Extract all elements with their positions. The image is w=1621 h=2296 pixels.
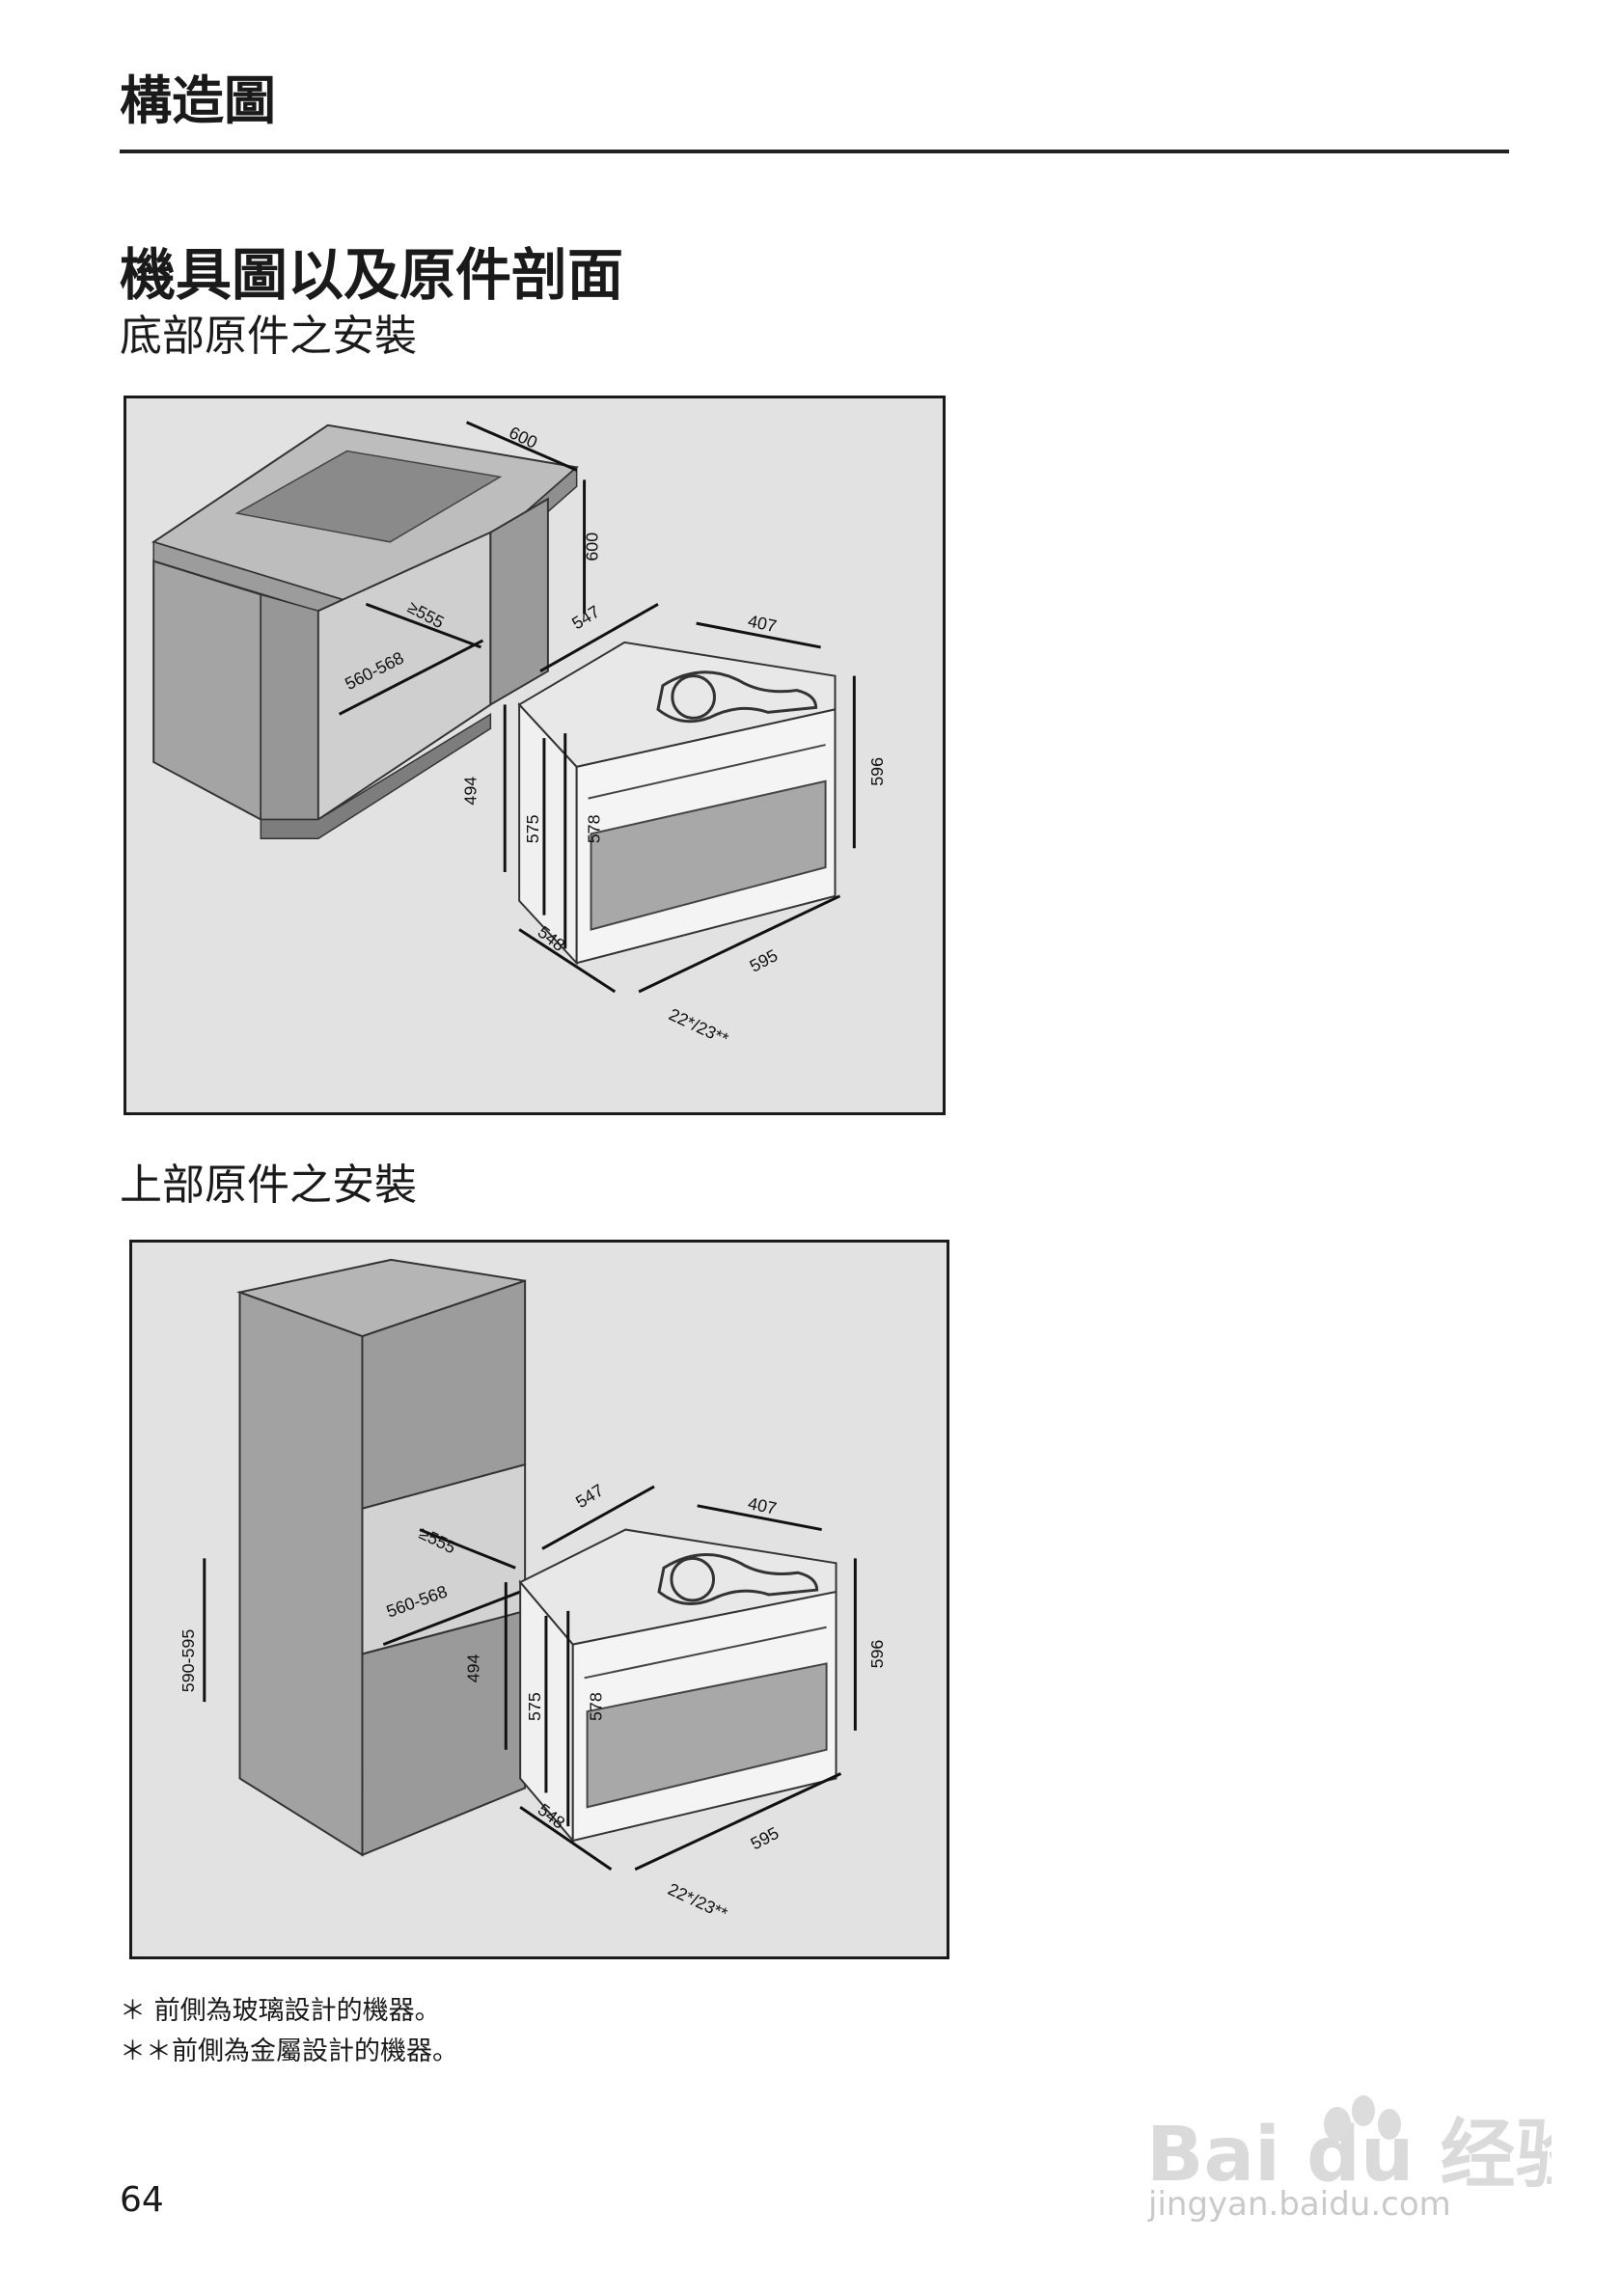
dim-590-595: 590-595 <box>179 1629 198 1693</box>
dim-600-depth: 600 <box>507 423 541 452</box>
footnote-glass-front: ＊ 前側為玻璃設計的機器。 <box>120 1996 441 2026</box>
bottom-install-diagram: ≥555 560-568 600 600 547 407 596 494 575… <box>151 421 887 1049</box>
dim-575: 575 <box>525 1692 544 1721</box>
oven-window <box>590 779 827 931</box>
header-rule <box>120 150 1509 153</box>
cabinet-left-side <box>152 560 262 822</box>
dim-596: 596 <box>867 757 887 786</box>
dim-22-23: 22*/23** <box>666 1004 731 1049</box>
baidu-watermark-logo: Bai du 经验 <box>1146 2095 1552 2199</box>
dim-575: 575 <box>523 814 542 843</box>
lower-door <box>361 1609 527 1857</box>
dim-578: 578 <box>584 814 603 843</box>
page-header: 構造圖 <box>120 70 276 131</box>
dim-547: 547 <box>568 602 603 634</box>
tall-cabinet-side <box>238 1291 364 1857</box>
top-install-diagram: ≥555 560-568 590-595 547 407 596 494 575… <box>179 1258 887 1924</box>
dim-596: 596 <box>867 1640 887 1669</box>
dim-595: 595 <box>747 945 782 976</box>
figure-bottom-install: ≥555 560-568 600 600 547 407 596 494 575… <box>124 396 946 1115</box>
oven-window <box>586 1662 828 1809</box>
footnote-metal-front: ＊＊前側為金屬設計的機器。 <box>120 2036 458 2066</box>
oven-heating-element <box>656 670 818 724</box>
dim-22-23: 22*/23** <box>665 1879 730 1924</box>
subheading-bottom-install: 底部原件之安裝 <box>120 312 417 361</box>
paw-icon <box>1324 2107 1351 2142</box>
page-number: 64 <box>120 2180 164 2220</box>
figure-top-install: ≥555 560-568 590-595 547 407 596 494 575… <box>129 1240 949 1959</box>
cabinet-right-side <box>489 497 549 707</box>
niche-width-arrow <box>338 639 484 716</box>
cooktop <box>234 450 503 543</box>
dim-494: 494 <box>460 777 480 806</box>
oven-heating-element <box>657 1553 819 1605</box>
section-title: 機具圖以及原件剖面 <box>120 242 624 308</box>
dim-407: 407 <box>746 611 778 636</box>
niche-depth-arrow <box>365 602 481 649</box>
dim-595: 595 <box>748 1823 783 1854</box>
dim-494: 494 <box>464 1654 483 1682</box>
dim-600-height: 600 <box>582 533 601 561</box>
dim-578: 578 <box>586 1692 605 1721</box>
subheading-top-install: 上部原件之安裝 <box>120 1161 417 1210</box>
dim-547: 547 <box>572 1480 607 1512</box>
watermark-url: jingyan.baidu.com <box>1148 2185 1451 2224</box>
